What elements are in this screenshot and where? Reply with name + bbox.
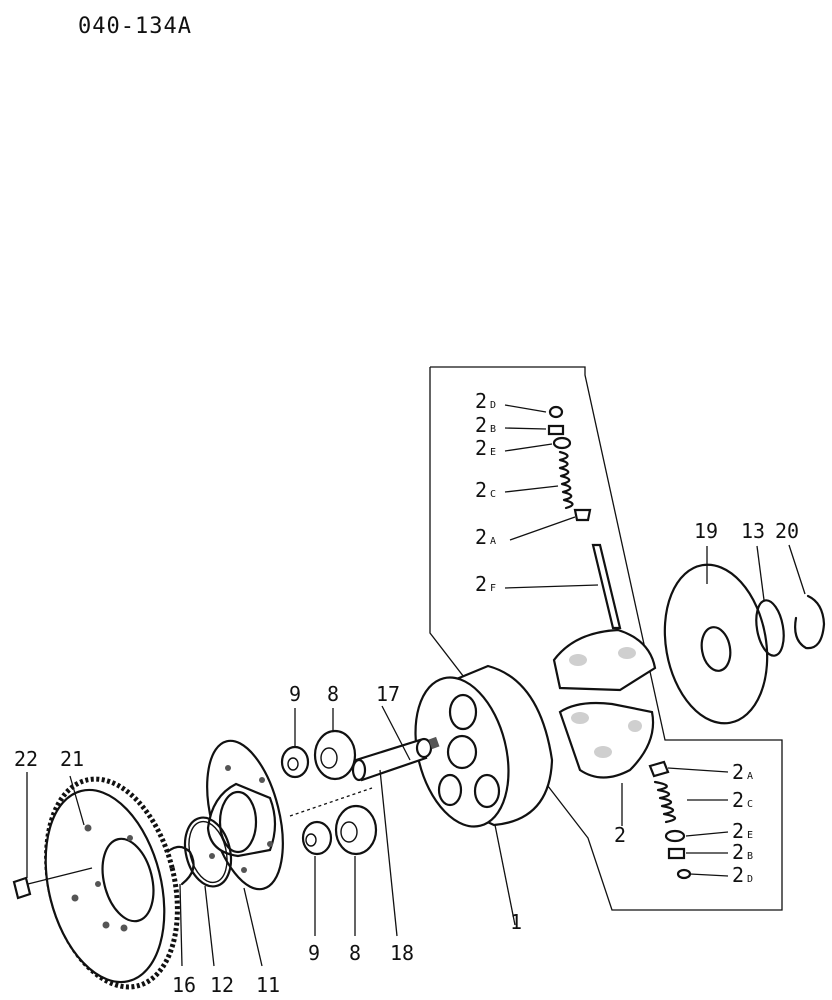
callout-22: 22: [14, 747, 38, 771]
part-2d-bot-cotter: [676, 868, 692, 880]
part-2b-bot-retainer: [667, 847, 686, 860]
callout-9-bot: 9: [308, 941, 320, 965]
part-2e-bot-washer: [664, 829, 686, 843]
part-18-shaft: [351, 736, 440, 782]
part-11-flange: [206, 739, 284, 891]
part-9-top-bushing: [280, 745, 310, 779]
part-20-snap-ring: [794, 594, 826, 650]
callout-9-top: 9: [289, 682, 301, 706]
part-2a-bot-seat: [648, 760, 670, 778]
part-8-top-bearing: [313, 729, 357, 781]
callout-20: 20: [775, 519, 799, 543]
part-22-bolt: [12, 867, 93, 900]
part-12-o-ring: [183, 816, 233, 888]
part-8-bot-bearing: [334, 804, 378, 856]
callout-21: 21: [60, 747, 84, 771]
callout-1: 1: [510, 910, 522, 934]
callout-19: 19: [694, 519, 718, 543]
part-2f-top-pin: [591, 543, 622, 630]
callout-18: 18: [390, 941, 414, 965]
part-2c-bot-spring: [653, 780, 677, 824]
callout-11: 11: [256, 973, 280, 997]
sub-assembly-top: [547, 405, 622, 630]
part-2b-top-retainer: [547, 424, 565, 436]
part-16-ring: [161, 845, 195, 886]
drawing-code: 040-134A: [78, 14, 192, 39]
top-leaders: [504, 404, 599, 589]
part-2-weights: [552, 628, 657, 779]
part-2e-top-washer: [552, 436, 572, 450]
part-21-gear: [44, 776, 180, 990]
part-19-plate: [663, 563, 769, 725]
part-9-bot-bushing: [301, 820, 333, 856]
part-2a-top-seat: [573, 508, 592, 522]
bottom-leaders: [667, 767, 729, 877]
sub-assembly-bottom: [648, 760, 692, 880]
part-1-housing: [414, 664, 554, 828]
callout-2: 2: [614, 823, 626, 847]
part-2d-top-cotter: [548, 405, 564, 419]
part-13-ring: [755, 599, 785, 657]
callout-13: 13: [741, 519, 765, 543]
part-2c-top-spring: [558, 450, 574, 510]
callout-8-top: 8: [327, 682, 339, 706]
callout-8-bot: 8: [349, 941, 361, 965]
callout-12: 12: [210, 973, 234, 997]
callout-17: 17: [376, 682, 400, 706]
callout-16: 16: [172, 973, 196, 997]
